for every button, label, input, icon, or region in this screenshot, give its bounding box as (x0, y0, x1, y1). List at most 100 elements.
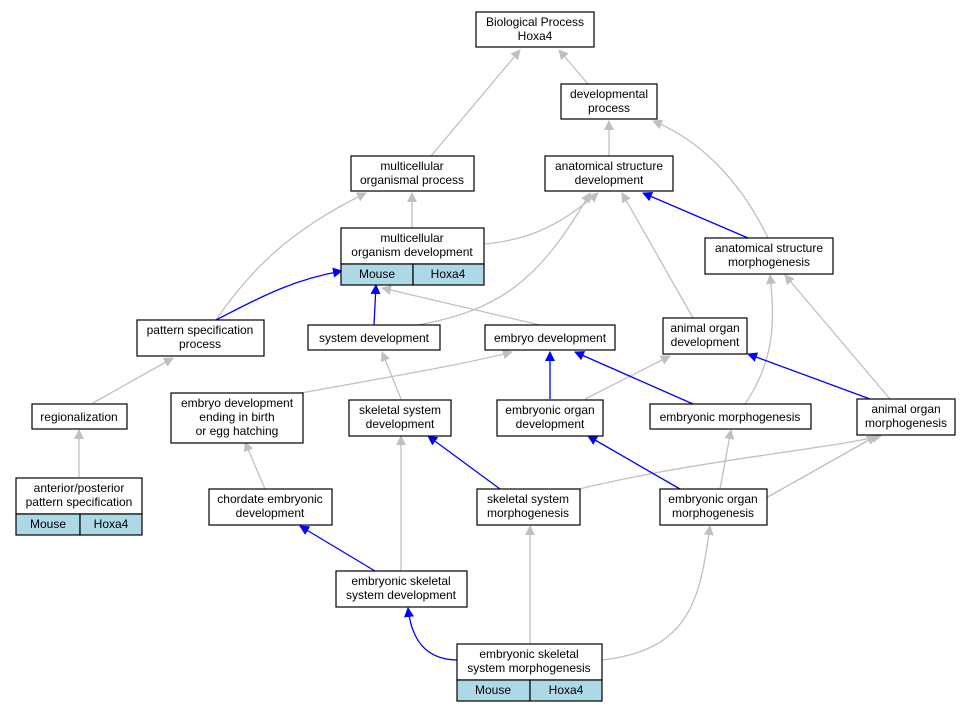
edge-anat-struct-morph-to-dev-process (652, 119, 769, 239)
node-multicellular-organism-development[interactable]: multicellular organism development Mouse… (340, 227, 485, 286)
node-chordate-embryonic-development[interactable]: chordate embryonic development (208, 488, 333, 526)
edge-regionalization-to-pattern-spec (92, 357, 174, 404)
gene-tag-label: Hoxa4 (94, 517, 129, 531)
node-label-line: embryonic skeletal (479, 647, 578, 661)
edge-multi-org-process-to-bio-process (430, 49, 521, 157)
organism-tag-label: Mouse (475, 683, 511, 697)
node-label-line: organismal process (360, 173, 464, 187)
node-label-line: animal organ (871, 402, 940, 416)
node-system-development[interactable]: system development (307, 324, 441, 351)
node-label-line: morphogenesis (865, 416, 947, 430)
node-label-line: process (179, 337, 221, 351)
node-label-line: development (366, 417, 435, 431)
node-label-line: embryo development (181, 396, 294, 410)
organism-tag-label: Mouse (30, 517, 66, 531)
edge-embryonic-organ-morph-to-animal-organ-morph (765, 435, 877, 499)
gene-tag-label: Hoxa4 (549, 683, 584, 697)
node-label-line: skeletal system (359, 403, 441, 417)
edges (74, 49, 891, 661)
node-label-line: development (671, 335, 740, 349)
node-skeletal-system-development[interactable]: skeletal system development (348, 399, 452, 437)
node-label-line: Hoxa4 (518, 29, 553, 43)
node-label-line: regionalization (40, 410, 117, 424)
node-label-line: skeletal system (487, 492, 569, 506)
node-label-line: morphogenesis (672, 506, 754, 520)
node-label-line: system development (319, 331, 430, 345)
node-label-line: animal organ (670, 321, 739, 335)
node-label-line: multicellular (380, 231, 443, 245)
node-embryo-development[interactable]: embryo development (484, 324, 616, 351)
edge-embryonic-organ-dev-to-animal-organ-dev (584, 355, 671, 400)
edge-animal-organ-morph-to-anat-struct-morph (784, 274, 891, 400)
node-label-line: pattern specification (147, 323, 254, 337)
organism-tag-label: Mouse (359, 267, 395, 281)
node-label-line: morphogenesis (728, 255, 810, 269)
node-biological-process[interactable]: Biological Process Hoxa4 (475, 11, 595, 48)
gene-tag (79, 513, 143, 536)
edge-skeletal-sys-morph-to-skeletal-sys-dev (427, 435, 501, 490)
node-label-line: process (588, 101, 630, 115)
node-label-line: pattern specification (26, 495, 133, 509)
node-label-line: development (575, 173, 644, 187)
node-embryonic-skeletal-system-development[interactable]: embryonic skeletal system development (335, 570, 468, 608)
edge-animal-organ-morph-to-animal-organ-dev (747, 352, 871, 400)
node-embryo-development-ending-in-birth[interactable]: embryo development ending in birth or eg… (170, 392, 304, 444)
node-label-line: or egg hatching (196, 424, 279, 438)
edge-emb-skel-sys-morph-to-embryonic-organ-morph (601, 525, 714, 661)
node-developmental-process[interactable]: developmental process (560, 83, 658, 120)
node-label-line: embryonic morphogenesis (660, 410, 801, 424)
edge-system-dev-to-anat-struct-dev (417, 192, 591, 326)
edge-dev-process-to-bio-process (558, 49, 589, 85)
node-label-line: embryo development (494, 331, 607, 345)
node-label-line: chordate embryonic (217, 492, 322, 506)
node-anatomical-structure-morphogenesis[interactable]: anatomical structure morphogenesis (704, 237, 834, 275)
node-label-line: developmental (570, 87, 648, 101)
edge-embryo-dev-birth-to-embryo-dev (300, 349, 513, 394)
node-embryonic-organ-development[interactable]: embryonic organ development (496, 399, 604, 437)
node-pattern-specification-process[interactable]: pattern specification process (136, 319, 265, 357)
node-anatomical-structure-development[interactable]: anatomical structure development (544, 155, 674, 192)
edge-skeletal-sys-morph-to-animal-organ-morph (578, 433, 882, 490)
edge-multi-org-dev-to-anat-struct-dev (483, 192, 599, 245)
node-label-line: anterior/posterior (34, 481, 125, 495)
edge-anat-struct-morph-to-anat-struct-dev (642, 191, 749, 239)
node-label-line: development (236, 506, 305, 520)
node-label-line: system development (346, 588, 457, 602)
node-label-line: embryonic skeletal (351, 574, 450, 588)
gene-tag (529, 679, 603, 702)
edge-animal-organ-dev-to-anat-struct-dev (621, 192, 694, 319)
node-label-line: embryonic organ (668, 492, 757, 506)
node-regionalization[interactable]: regionalization (31, 403, 128, 430)
node-label-line: Biological Process (486, 15, 584, 29)
node-animal-organ-morphogenesis[interactable]: animal organ morphogenesis (856, 398, 956, 436)
node-embryonic-morphogenesis[interactable]: embryonic morphogenesis (649, 403, 812, 430)
edge-embryonic-organ-morph-to-embryonic-organ-dev (587, 435, 681, 490)
node-label-line: development (516, 417, 585, 431)
gene-tag-label: Hoxa4 (431, 267, 466, 281)
node-anterior-posterior-pattern-specification[interactable]: anterior/posterior pattern specification… (15, 477, 143, 536)
node-embryonic-organ-morphogenesis[interactable]: embryonic organ morphogenesis (659, 488, 768, 526)
node-multicellular-organismal-process[interactable]: multicellular organismal process (350, 155, 475, 192)
edge-embryonic-morph-to-embryo-dev (574, 351, 694, 405)
edge-pattern-spec-to-multi-org-process (215, 192, 367, 321)
node-embryonic-skeletal-system-morphogenesis[interactable]: embryonic skeletal system morphogenesis … (456, 643, 603, 702)
node-label-line: multicellular (380, 159, 443, 173)
node-label-line: organism development (351, 245, 473, 259)
edge-pattern-spec-to-multi-org-dev (215, 267, 343, 321)
edge-chordate-embryonic-dev-to-embryo-dev-birth (243, 441, 266, 490)
node-label-line: system morphogenesis (467, 661, 590, 675)
edge-emb-skel-sys-morph-to-emb-skel-sys-dev (404, 607, 459, 661)
edge-emb-skel-sys-dev-to-chordate-embryonic-dev (299, 525, 376, 572)
edge-skeletal-sys-dev-to-system-dev (380, 351, 402, 400)
edge-system-dev-to-multi-org-dev (370, 284, 381, 326)
node-animal-organ-development[interactable]: animal organ development (662, 317, 748, 355)
node-skeletal-system-morphogenesis[interactable]: skeletal system morphogenesis (476, 488, 581, 526)
edge-embryonic-organ-morph-to-embryonic-morph (719, 429, 735, 490)
node-label-line: embryonic organ (505, 403, 594, 417)
gene-tag (412, 263, 485, 286)
node-label-line: ending in birth (199, 410, 274, 424)
node-label-line: morphogenesis (487, 506, 569, 520)
node-label-line: anatomical structure (555, 159, 663, 173)
edge-embryonic-morph-to-anat-struct-morph (744, 274, 776, 405)
